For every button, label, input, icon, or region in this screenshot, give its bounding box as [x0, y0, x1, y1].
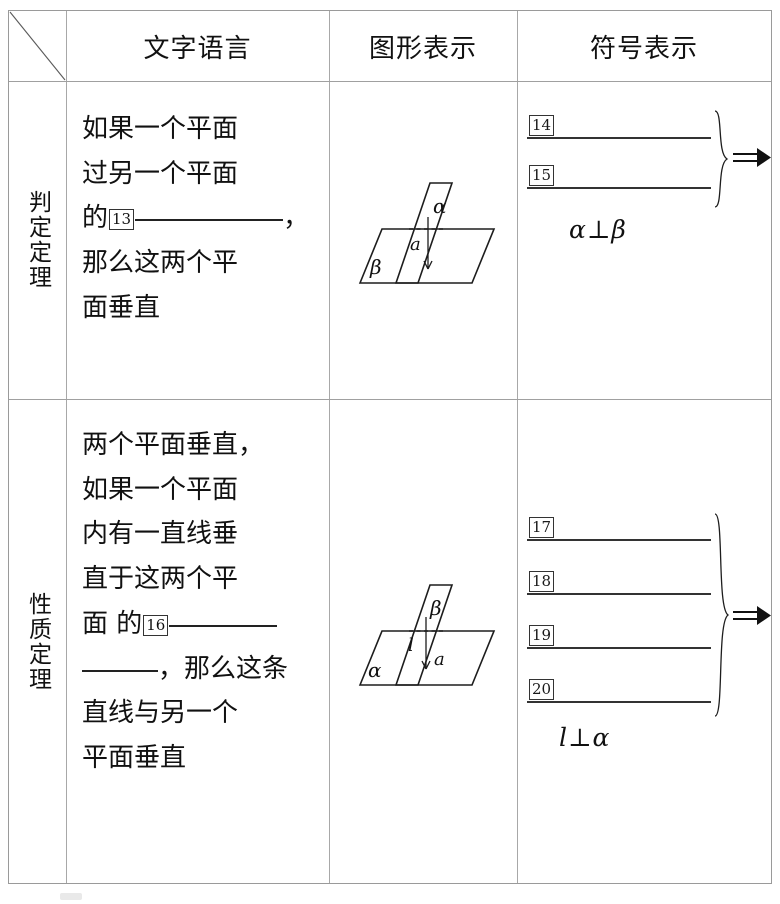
- row-rule-middle: [9, 399, 771, 400]
- fill-in-rule[interactable]: [135, 219, 284, 222]
- symbol-blank-row: 18: [527, 571, 711, 595]
- corner-diagonal-icon: [9, 11, 66, 81]
- fill-in-rule[interactable]: [527, 647, 711, 649]
- diagram-label-line-l: l: [408, 635, 414, 656]
- conclusion-row-1: α⊥β: [569, 215, 627, 244]
- text-line: 面垂直: [82, 292, 161, 323]
- fill-in-rule[interactable]: [527, 187, 711, 189]
- symbol-cell-row-1: 14 15: [517, 81, 771, 399]
- text-line: 两个平面垂直，: [82, 430, 265, 460]
- symbol-blank-row: 15: [527, 165, 711, 189]
- text-line: 平面垂直: [82, 743, 187, 774]
- row-label-judgment-theorem: 判定定理: [9, 81, 66, 399]
- text-line: 内有一直线垂: [82, 519, 239, 550]
- fill-in-rule[interactable]: [169, 624, 278, 627]
- blank-number-15[interactable]: 15: [529, 165, 555, 186]
- text-line-continued-blank: ，那么这条: [82, 647, 321, 692]
- two-planes-perpendicular-diagram-2: β α l a: [358, 583, 496, 686]
- header-label-graphic: 图形表示: [368, 33, 477, 64]
- diagram-label-beta: β: [429, 596, 442, 620]
- row-label-text-1: 判定定理: [24, 190, 51, 290]
- header-cell-symbolic: 符号表示: [517, 11, 771, 81]
- right-brace-icon: [711, 109, 735, 209]
- fill-in-rule[interactable]: [527, 701, 711, 703]
- implies-arrow-icon: [731, 143, 771, 173]
- symbol-blank-row: 17: [527, 517, 711, 541]
- text-fragment: 的: [82, 203, 109, 234]
- text-line: 直线与另一个: [82, 698, 239, 729]
- row-rule-header: [9, 81, 771, 82]
- fill-in-rule[interactable]: [527, 539, 711, 541]
- text-line: 如果一个平面: [82, 474, 239, 505]
- blank-number-14[interactable]: 14: [529, 115, 555, 136]
- blank-number-16[interactable]: 16: [143, 614, 169, 636]
- fill-in-rule[interactable]: [82, 669, 158, 672]
- diagram-label-line-a: a: [410, 234, 421, 255]
- diagram-label-alpha: α: [368, 658, 382, 682]
- header-label-symbolic: 符号表示: [589, 33, 698, 64]
- blank-number-17[interactable]: 17: [529, 517, 555, 538]
- text-line: 如果一个平面: [82, 114, 239, 144]
- row-label-text-2: 性质定理: [24, 591, 51, 692]
- stray-mark: [60, 893, 82, 900]
- diagram-label-line-a: a: [434, 649, 445, 670]
- blank-number-13[interactable]: 13: [109, 209, 135, 231]
- diagram-label-beta: β: [369, 255, 382, 279]
- column-rule-1: [66, 11, 67, 883]
- implies-arrow-icon: [731, 601, 771, 631]
- conclusion-row-2: l⊥α: [559, 723, 611, 752]
- header-label-text-language: 文字语言: [143, 33, 252, 64]
- text-line: 那么这两个平: [82, 248, 239, 279]
- diagram-cell-row-2: β α l a: [329, 399, 517, 884]
- text-fragment: ，那么这条: [158, 653, 289, 684]
- blank-number-19[interactable]: 19: [529, 625, 555, 646]
- text-comma: ，: [283, 203, 310, 234]
- blank-number-18[interactable]: 18: [529, 571, 555, 592]
- symbol-blank-row: 14: [527, 115, 711, 139]
- row-label-property-theorem: 性质定理: [9, 399, 66, 884]
- symbol-blank-row: 19: [527, 625, 711, 649]
- column-rule-2: [329, 11, 330, 883]
- text-fragment: 面 的: [82, 608, 143, 639]
- blank-number-20[interactable]: 20: [529, 679, 555, 700]
- text-line: 直于这两个平: [82, 564, 239, 595]
- symbol-blank-row: 20: [527, 679, 711, 703]
- header-cell-text-language: 文字语言: [66, 11, 329, 81]
- text-line: 过另一个平面: [82, 158, 239, 189]
- fill-in-rule[interactable]: [527, 593, 711, 595]
- two-planes-perpendicular-diagram-1: α β a: [358, 182, 496, 284]
- right-brace-icon: [711, 511, 735, 719]
- fill-in-rule[interactable]: [527, 137, 711, 139]
- column-rule-3: [517, 11, 518, 883]
- diagram-label-alpha: α: [433, 194, 447, 218]
- symbol-cell-row-2: 17 18 19 20: [517, 399, 771, 884]
- diagram-cell-row-1: α β a: [329, 81, 517, 399]
- header-cell-graphic: 图形表示: [329, 11, 517, 81]
